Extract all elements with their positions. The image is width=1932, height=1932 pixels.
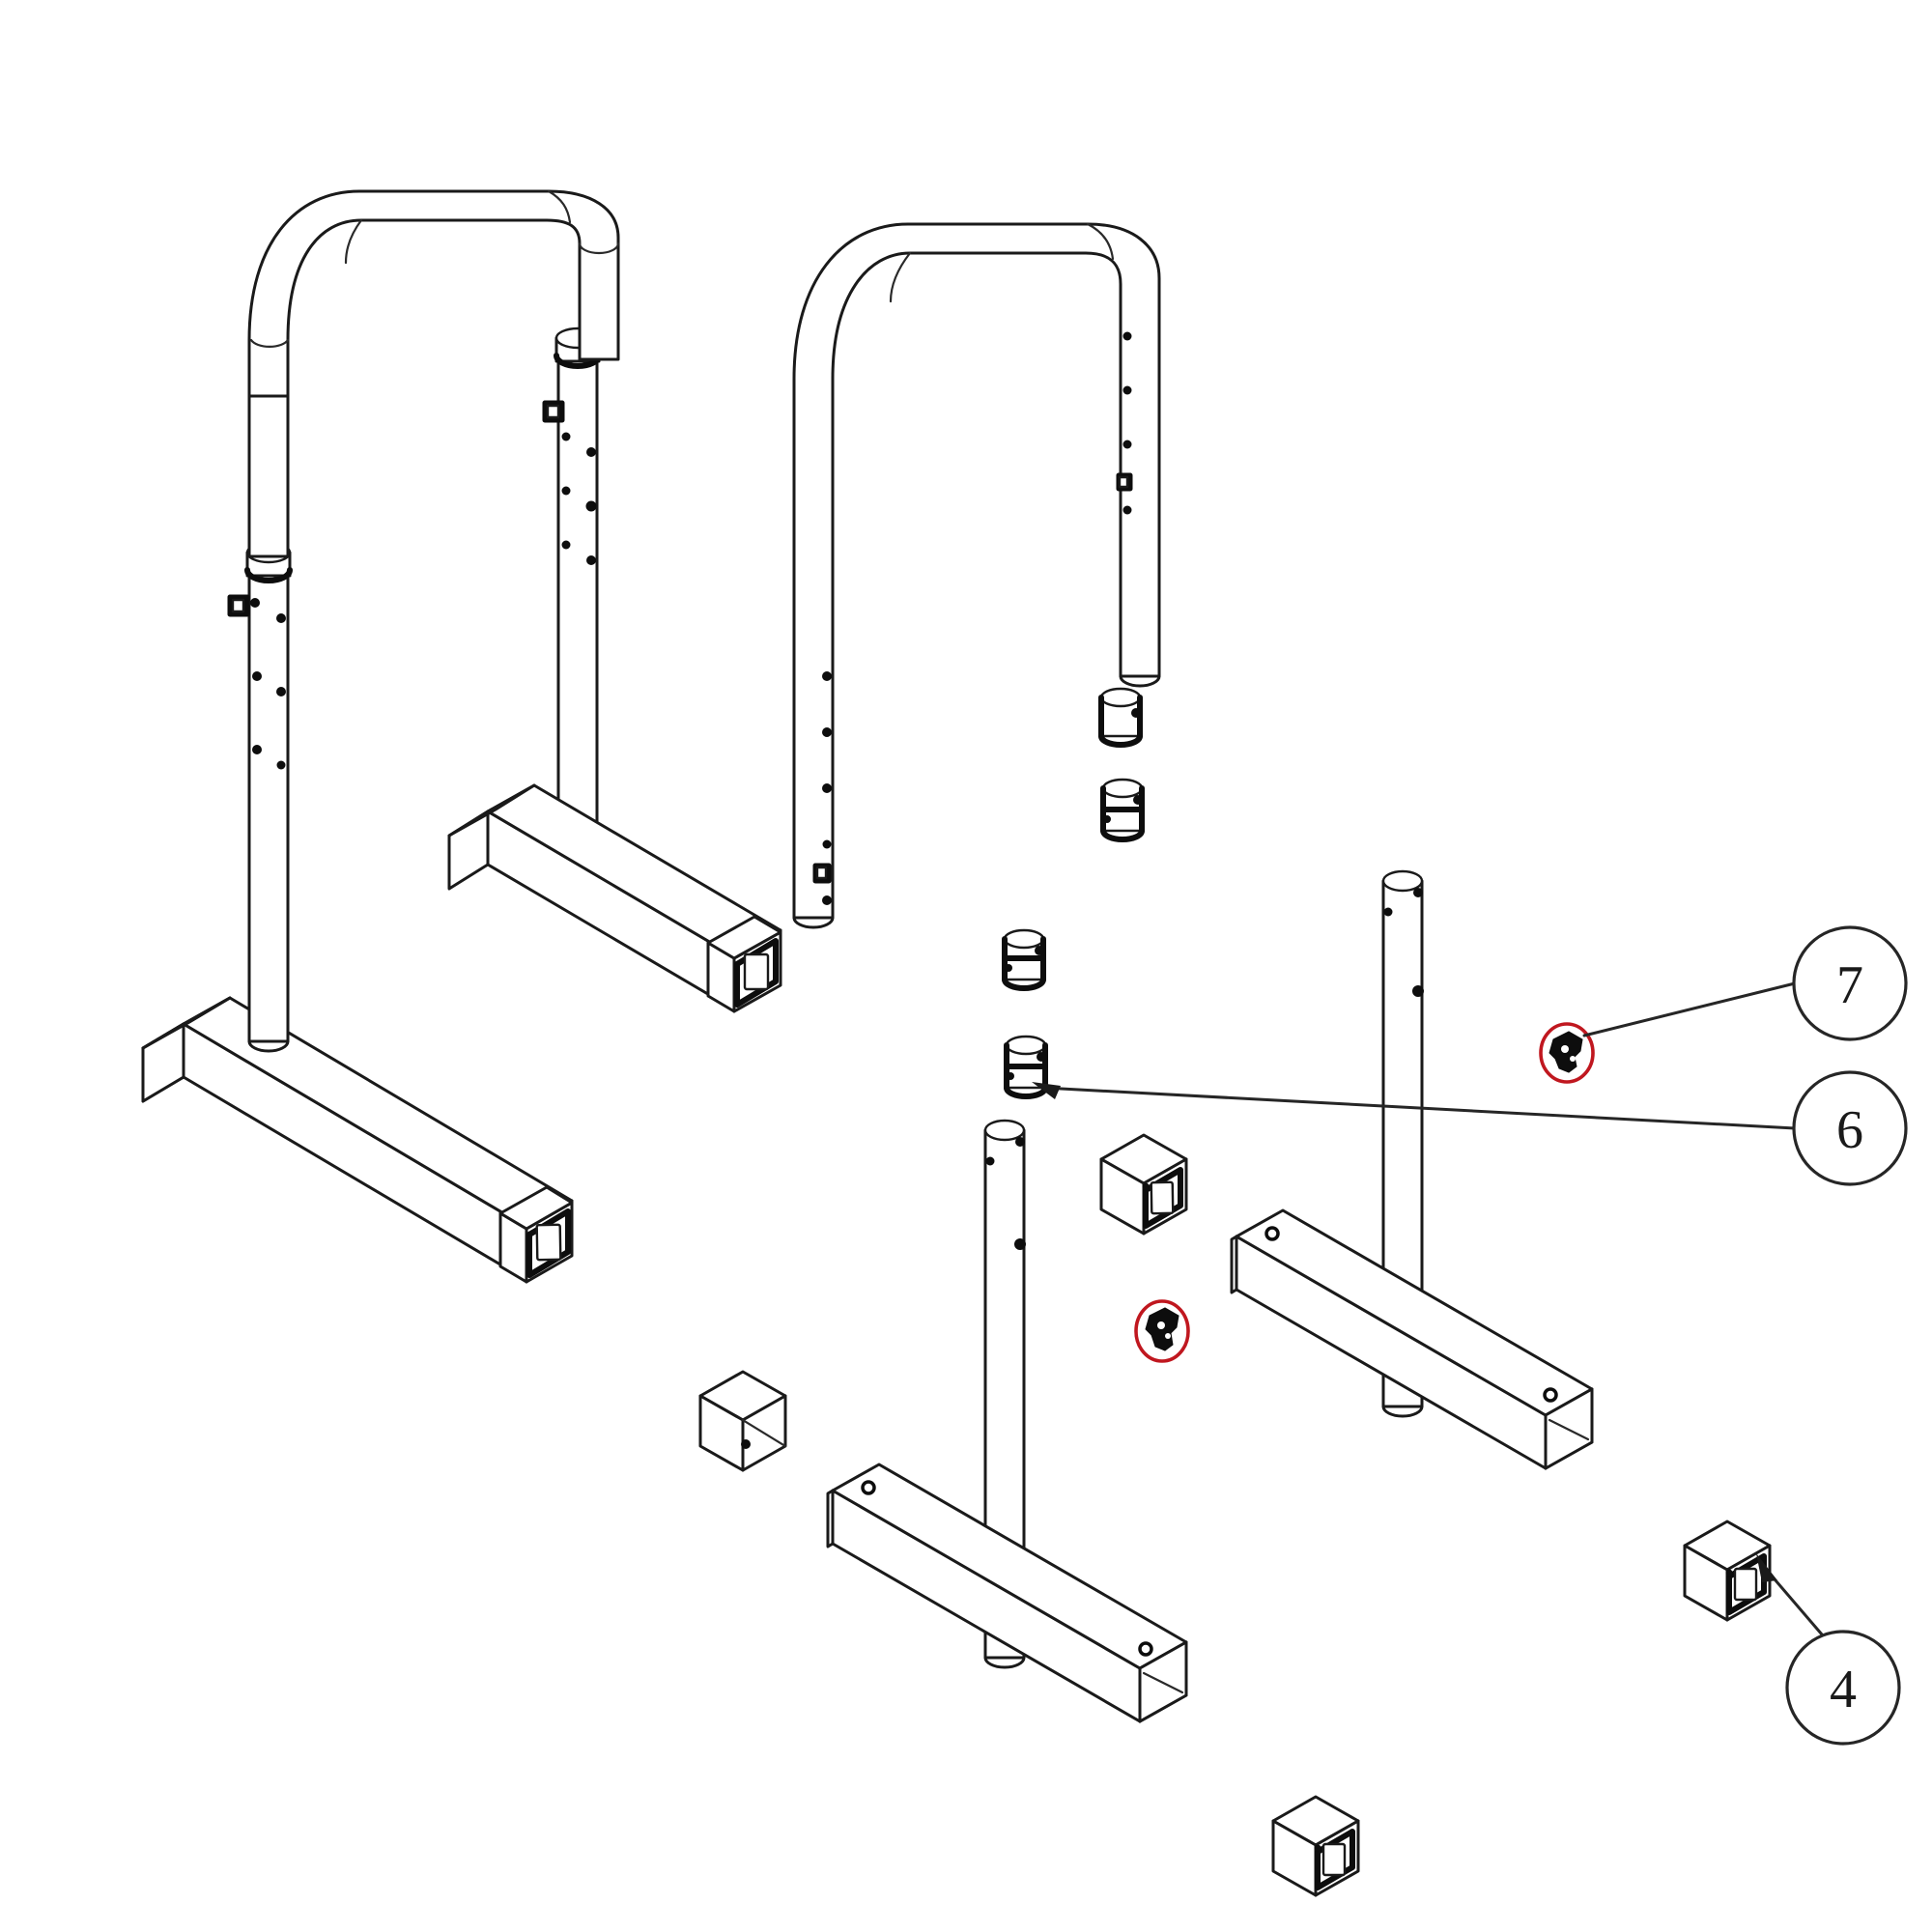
callout-6[interactable]: 6 (1792, 1070, 1908, 1186)
square-end-cap-upper-center (1099, 1133, 1188, 1236)
right-base-tube (1230, 1208, 1594, 1470)
callout-7[interactable]: 7 (1792, 925, 1908, 1041)
left-base-tube (141, 996, 574, 1284)
right-handle-tube (792, 222, 1161, 929)
left-upright-pop-pin (227, 594, 250, 617)
locking-collar-right-lower (1100, 778, 1145, 842)
adjustment-knob-bolt-upper (1548, 1031, 1583, 1073)
leader-6-arrowhead (1032, 1082, 1061, 1099)
leader-line-6 (1041, 1086, 1797, 1130)
square-end-cap-left-mid (698, 1370, 787, 1472)
left-rear-base-end-cap (706, 915, 782, 1013)
highlight-ring-lower (1134, 1299, 1190, 1363)
callout-bubbles: 7 6 4 (1785, 925, 1908, 1746)
locking-collar-left-upper (1002, 928, 1046, 991)
leader-line-7 (1582, 981, 1797, 1037)
callout-4[interactable]: 4 (1785, 1630, 1901, 1746)
leader-lines (1032, 981, 1824, 1636)
highlight-ring-upper (1539, 1022, 1595, 1084)
left-base-end-cap-near (498, 1185, 574, 1284)
center-base-open-end (1138, 1640, 1188, 1723)
center-lower-upright (983, 1119, 1026, 1669)
red-highlight-rings (1134, 1022, 1595, 1363)
center-base-tube (826, 1463, 1188, 1723)
left-front-upright (227, 389, 293, 1053)
left-handle-tube (247, 189, 620, 398)
adjustment-knob-bolt-lower (1145, 1307, 1179, 1351)
right-handle-right-leg-pop-pin (1116, 472, 1133, 492)
callout-6-number: 6 (1836, 1100, 1863, 1160)
callout-7-number: 7 (1836, 955, 1863, 1015)
locking-collar-left-lower (1004, 1035, 1048, 1099)
square-end-cap-bottom-center (1271, 1795, 1360, 1897)
square-end-cap-callout4 (1683, 1520, 1772, 1622)
left-base-end-cap-far (141, 996, 232, 1103)
callout-4-number: 4 (1830, 1660, 1857, 1719)
right-base-open-end (1544, 1387, 1594, 1470)
left-assembled-dip-bar (141, 189, 782, 1284)
leader-4-arrowhead (1756, 1553, 1777, 1582)
left-rear-base-tube (447, 783, 782, 1013)
left-rear-upright (542, 327, 602, 871)
right-exploded-dip-bar (698, 222, 1772, 1897)
locking-collar-right-upper (1098, 687, 1143, 748)
left-rear-upright-pop-pin (542, 400, 565, 423)
right-handle-left-leg-pop-pin (812, 863, 832, 884)
